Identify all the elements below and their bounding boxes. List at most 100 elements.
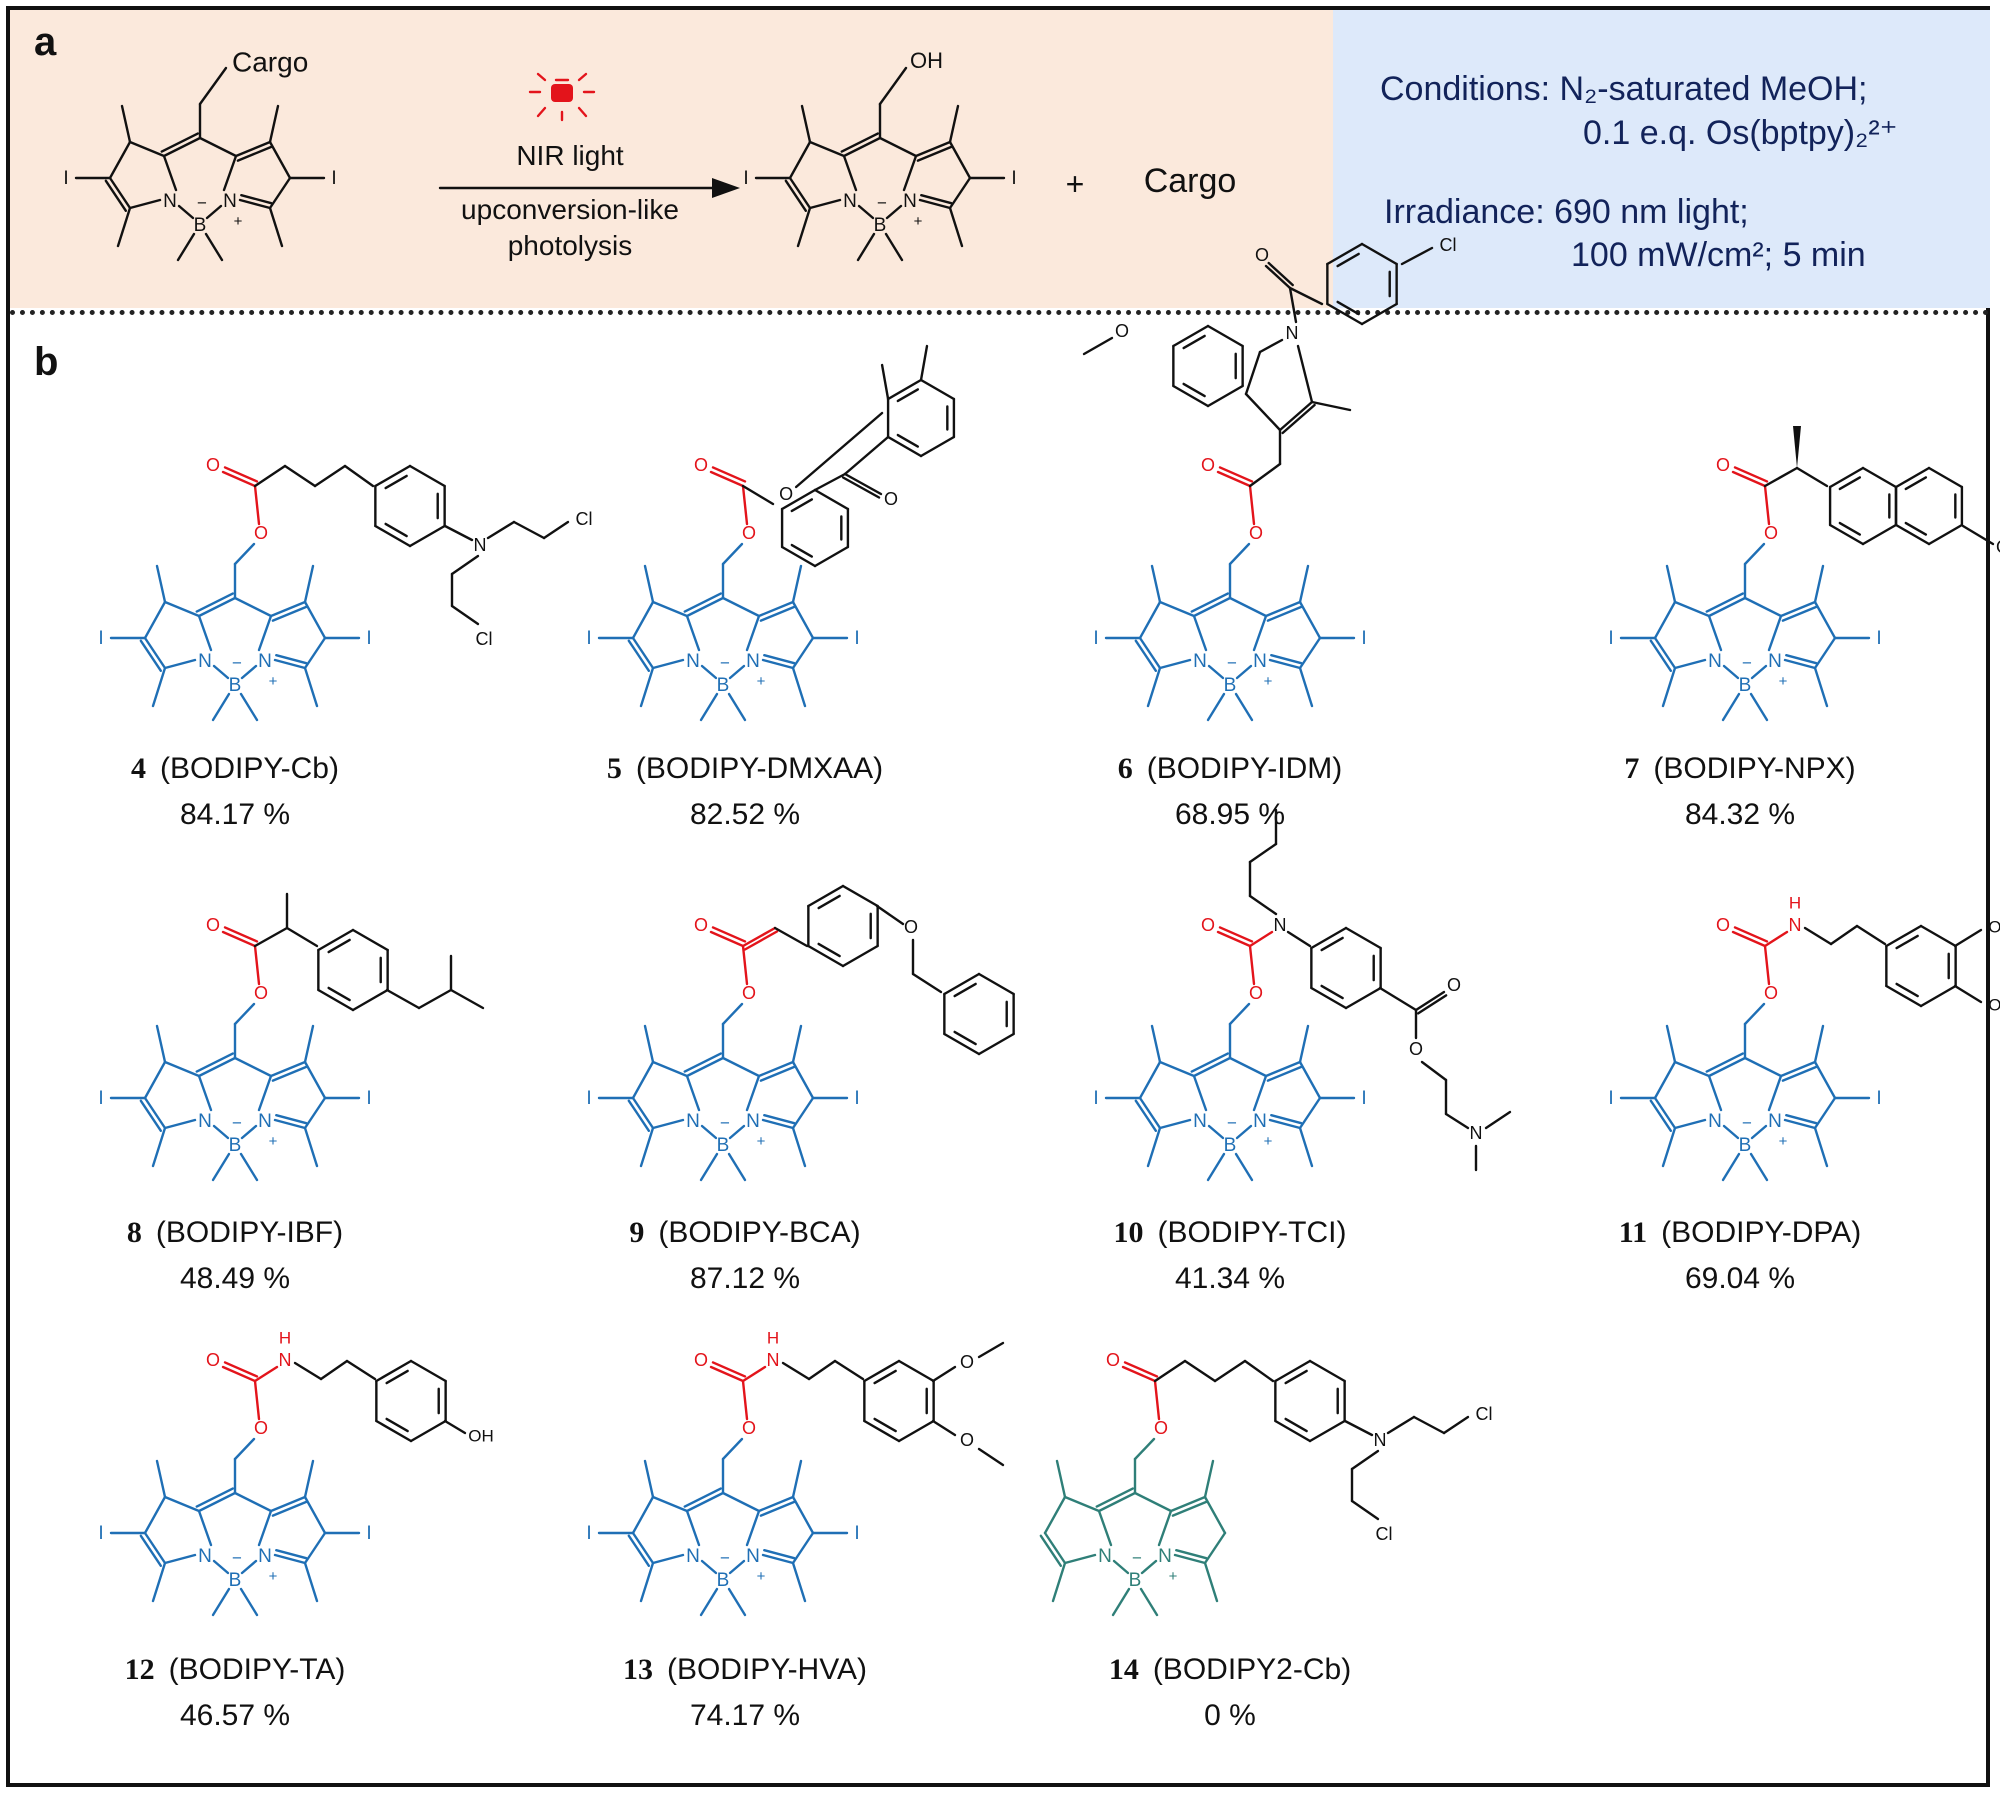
ester-oxygen: O (254, 1418, 268, 1438)
boron-atom: B (1129, 1570, 1142, 1591)
lamp-icon (528, 72, 596, 122)
panel-a-scheme-background (10, 10, 1333, 308)
iodine-atom: I (1361, 628, 1366, 649)
nitrogen-atom: N (223, 191, 237, 212)
compound-8-yield: 48.49 % (179, 1262, 291, 1295)
methoxy-oxygen: O (960, 1430, 974, 1450)
chlorine-atom: Cl (476, 629, 493, 649)
ester-oxygen: O (742, 523, 756, 543)
iodine-atom: I (1093, 628, 1098, 649)
nitrogen-atom: N (1470, 1123, 1483, 1143)
plus-charge: + (269, 1568, 278, 1585)
nitrogen-atom: N (1789, 915, 1802, 935)
iodine-atom: I (1876, 1088, 1881, 1109)
plus-charge: + (1779, 673, 1788, 690)
iodine-atom: I (586, 1088, 591, 1109)
nitrogen-atom: N (198, 1111, 212, 1132)
carbonyl-oxygen: O (1106, 1350, 1120, 1370)
carbonyl-oxygen: O (206, 915, 220, 935)
plus-charge: + (1779, 1133, 1788, 1150)
compound-4-yield: 84.17 % (179, 798, 291, 831)
iodine-atom: I (586, 628, 591, 649)
boron-atom: B (717, 675, 730, 696)
nitrogen-atom: N (198, 1546, 212, 1567)
arrow-label-upconversion: upconversion-like (461, 194, 679, 225)
hydroxyl-group: OH (1988, 995, 2000, 1014)
nitrogen-atom: N (1193, 1111, 1207, 1132)
minus-charge: − (232, 1113, 242, 1132)
hydrogen-atom: H (1789, 893, 1801, 912)
benzoyl-oxygen: O (1255, 245, 1269, 265)
carbonyl-oxygen: O (694, 915, 708, 935)
boron-atom: B (1739, 1135, 1752, 1156)
nitrogen-atom: N (1768, 1111, 1782, 1132)
minus-charge: − (877, 193, 887, 212)
iodine-atom: I (854, 1523, 859, 1544)
hydrogen-atom: H (767, 1328, 779, 1347)
hydroxyl-group: OH (468, 1426, 494, 1445)
iodine-atom: I (98, 1088, 103, 1109)
iodine-atom: I (1876, 628, 1881, 649)
nitrogen-atom: N (767, 1350, 780, 1370)
minus-charge: − (197, 193, 207, 212)
boron-atom: B (229, 675, 242, 696)
carbonyl-oxygen: O (694, 1350, 708, 1370)
nitrogen-atom: N (258, 651, 272, 672)
nitrogen-atom: N (198, 651, 212, 672)
nitrogen-atom: N (279, 1350, 292, 1370)
ring-oxygen: O (779, 484, 793, 504)
plus-charge: + (757, 1568, 766, 1585)
minus-charge: − (232, 653, 242, 672)
compound-8-caption: 8(BODIPY-IBF) (126, 1216, 344, 1249)
irradiance-line-2: 100 mW/cm²; 5 min (1571, 236, 1866, 274)
nitrogen-atom: N (1286, 323, 1299, 343)
ester-oxygen: O (742, 1418, 756, 1438)
arrow-label-nir-light: NIR light (516, 140, 624, 171)
ketone-oxygen: O (884, 489, 898, 509)
boron-atom: B (717, 1135, 730, 1156)
iodine-atom: I (1093, 1088, 1098, 1109)
minus-charge: − (1742, 653, 1752, 672)
iodine-atom: I (366, 1088, 371, 1109)
panel-divider (10, 310, 1990, 315)
nitrogen-atom: N (1274, 915, 1287, 935)
boron-atom: B (1739, 675, 1752, 696)
plus-charge: + (1264, 673, 1273, 690)
minus-charge: − (1132, 1548, 1142, 1567)
boron-atom: B (874, 215, 887, 236)
minus-charge: − (720, 1548, 730, 1567)
methoxy-oxygen: O (960, 1352, 974, 1372)
plus-charge: + (269, 1133, 278, 1150)
compound-10-yield: 41.34 % (1174, 1262, 1286, 1295)
compound-10-caption: 10(BODIPY-TCI) (1113, 1216, 1347, 1249)
iodine-atom: I (1608, 628, 1613, 649)
carbonyl-oxygen: O (206, 455, 220, 475)
panel-b-label: b (34, 340, 59, 384)
nitrogen-atom: N (1374, 1430, 1387, 1450)
boron-atom: B (229, 1135, 242, 1156)
ester-oxygen: O (1249, 523, 1263, 543)
iodine-atom: I (366, 628, 371, 649)
carbonyl-oxygen: O (1716, 915, 1730, 935)
compound-11-yield: 69.04 % (1684, 1262, 1796, 1295)
ester-oxygen: O (1764, 983, 1778, 1003)
nitrogen-atom: N (1253, 651, 1267, 672)
compound-9-caption: 9(BODIPY-BCA) (629, 1216, 861, 1249)
nitrogen-atom: N (258, 1111, 272, 1132)
iodine-atom: I (586, 1523, 591, 1544)
compound-13-caption: 13(BODIPY-HVA) (622, 1653, 868, 1686)
nitrogen-atom: N (686, 1111, 700, 1132)
cargo-substituent: Cargo (232, 46, 308, 77)
nitrogen-atom: N (746, 1546, 760, 1567)
compound-7-yield: 84.32 % (1684, 798, 1796, 831)
hydroxyl-group: OH (910, 48, 943, 73)
boron-atom: B (1224, 675, 1237, 696)
compound-13-yield: 74.17 % (689, 1699, 801, 1732)
compound-11-caption: 11(BODIPY-DPA) (1618, 1216, 1862, 1249)
ester-oxygen: O (1764, 523, 1778, 543)
